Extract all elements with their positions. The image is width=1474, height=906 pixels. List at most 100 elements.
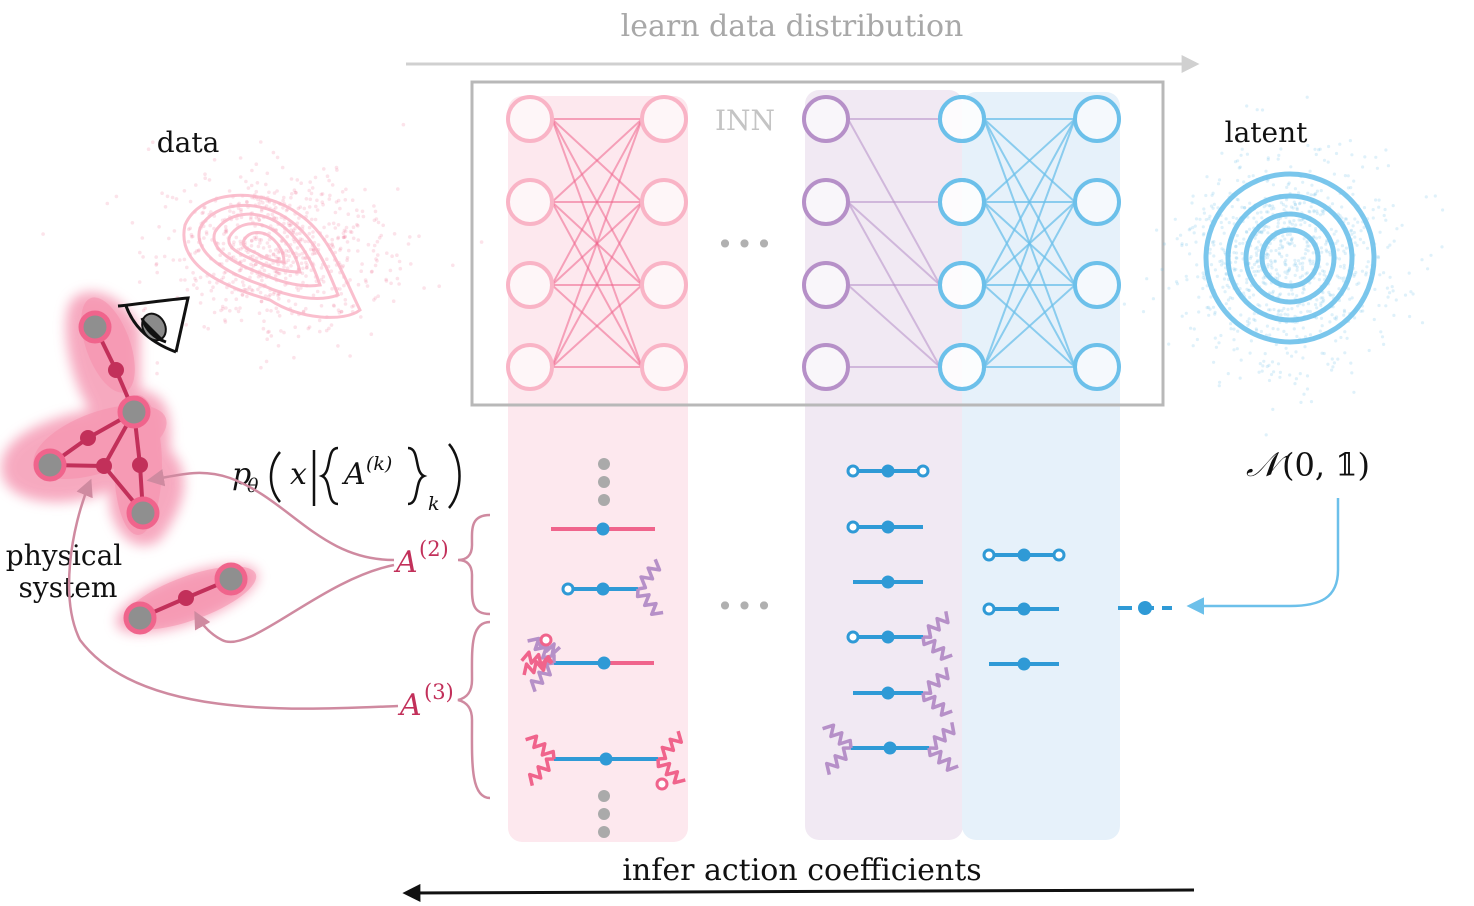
latent-sample-point — [1411, 292, 1415, 296]
latent-sample-point — [1284, 263, 1288, 267]
data-sample-point — [240, 293, 245, 297]
latent-sample-point — [1279, 313, 1283, 317]
latent-sample-point — [1274, 268, 1278, 272]
latent-sample-point — [1179, 233, 1183, 237]
latent-sample-point — [1320, 351, 1324, 355]
data-sample-point — [437, 284, 442, 289]
data-sample-point — [351, 304, 356, 308]
glyph-open-end — [916, 464, 930, 478]
latent-sample-point — [1201, 276, 1205, 280]
glyph-vertex — [1017, 602, 1031, 616]
data-sample-point — [281, 198, 285, 203]
data-sample-point — [397, 259, 402, 264]
latent-sample-point — [1257, 269, 1261, 273]
latent-sample-point — [1346, 287, 1350, 291]
latent-sample-point — [1254, 247, 1258, 251]
latent-sample-point — [1266, 256, 1270, 260]
latent-sample-point — [1309, 262, 1313, 266]
data-sample-point — [305, 265, 309, 270]
data-sample-point — [267, 329, 271, 334]
data-sample-point — [344, 187, 348, 192]
network-node — [802, 95, 850, 143]
latent-sample-point — [1252, 317, 1256, 321]
latent-sample-point — [1375, 166, 1379, 170]
latent-sample-point — [1277, 293, 1281, 297]
data-sample-point — [345, 240, 350, 244]
latent-sample-point — [1202, 273, 1206, 277]
latent-sample-point — [1256, 258, 1260, 263]
latent-sample-point — [1276, 362, 1281, 366]
data-sample-point — [331, 245, 336, 249]
conditional-probability-formula: p θ x A (k) k — [232, 443, 461, 515]
latent-sample-point — [1245, 104, 1249, 108]
brace-A3 — [457, 620, 491, 800]
data-sample-point — [376, 220, 381, 225]
latent-sample-point — [1211, 206, 1215, 210]
latent-sample-point — [1160, 267, 1164, 272]
data-sample-point — [369, 270, 374, 274]
data-sample-point — [376, 294, 381, 299]
data-sample-point — [249, 262, 253, 267]
data-sample-point — [315, 208, 320, 212]
latent-sample-point — [1201, 225, 1205, 229]
data-sample-point — [344, 225, 349, 230]
latent-sample-point — [1239, 358, 1243, 362]
latent-label: latent — [1225, 116, 1309, 149]
data-sample-point — [376, 253, 380, 257]
network-node — [640, 261, 688, 309]
latent-sample-point — [1265, 252, 1269, 256]
latent-sample-point — [1429, 253, 1433, 257]
data-sample-point — [146, 147, 151, 151]
glyph-vertex — [597, 656, 611, 670]
wavy-leg — [822, 723, 853, 749]
latent-sample-point — [1188, 252, 1192, 256]
latent-sample-point — [1257, 240, 1261, 244]
data-sample-point — [224, 227, 228, 232]
data-sample-point — [332, 304, 336, 308]
data-sample-point — [221, 241, 226, 246]
latent-sample-point — [1237, 166, 1241, 170]
data-sample-point — [335, 168, 339, 172]
data-sample-point — [212, 310, 217, 315]
latent-sample-point — [1237, 133, 1241, 137]
latent-sample-point — [1319, 316, 1324, 320]
latent-sample-point — [1288, 219, 1292, 223]
latent-sample-point — [1321, 300, 1325, 304]
latent-sample-point — [1223, 290, 1227, 294]
latent-sample-point — [1318, 235, 1322, 239]
data-sample-point — [286, 221, 291, 225]
latent-sample-point — [1209, 263, 1214, 267]
coefficients-ellipsis: ••• — [717, 590, 776, 623]
data-sample-point — [279, 329, 283, 333]
latent-sample-point — [1211, 305, 1216, 309]
data-sample-point — [207, 280, 212, 285]
latent-sample-point — [1201, 286, 1205, 291]
latent-sample-point — [1226, 298, 1230, 302]
data-sample-point — [305, 211, 309, 215]
latent-sample-point — [1329, 227, 1333, 231]
latent-sample-point — [1277, 274, 1282, 278]
latent-sample-point — [1267, 225, 1271, 229]
data-sample-point — [245, 294, 249, 299]
data-sample-point — [212, 158, 217, 162]
network-edge — [551, 201, 643, 368]
coef-A3-sup: (3) — [424, 680, 454, 704]
latent-sample-point — [1350, 296, 1354, 300]
latent-sample-point — [1219, 242, 1223, 246]
latent-sample-point — [1222, 231, 1226, 235]
data-sample-point — [246, 186, 251, 190]
data-sample-point — [338, 248, 342, 252]
latent-sample-point — [1384, 304, 1388, 308]
data-sample-point — [260, 265, 264, 270]
latent-sample-point — [1266, 253, 1270, 257]
latent-sample-point — [1253, 236, 1257, 240]
data-sample-point — [197, 248, 201, 252]
latent-sample-point — [1265, 303, 1269, 307]
latent-sample-point — [1282, 221, 1286, 225]
data-sample-point — [202, 236, 206, 240]
data-sample-point — [259, 140, 263, 144]
latent-sample-point — [1324, 242, 1328, 246]
latent-sample-point — [1250, 266, 1254, 270]
data-sample-point — [392, 232, 397, 236]
latent-sample-point — [1255, 269, 1259, 273]
